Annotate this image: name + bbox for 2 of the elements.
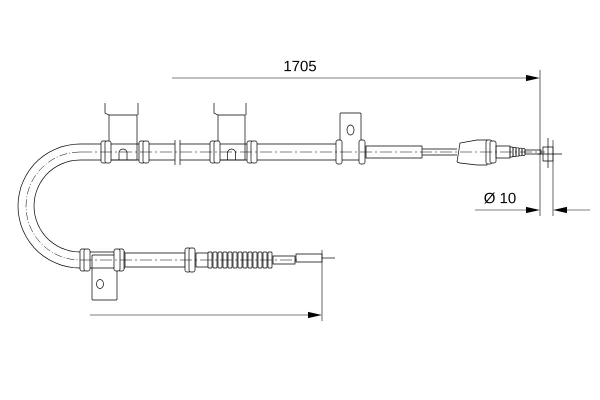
dimension-label: 1705 xyxy=(284,60,316,72)
dimension-label: Ø 10 xyxy=(484,192,516,204)
